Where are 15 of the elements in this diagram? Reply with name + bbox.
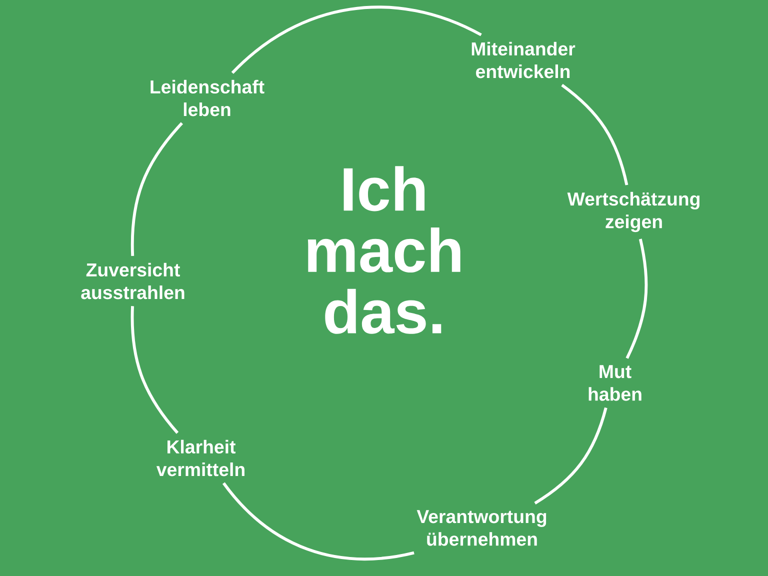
circle-arc (561, 84, 628, 186)
circle-label: Wertschätzung zeigen (567, 192, 700, 232)
slogan: Ich mach das. (308, 166, 460, 334)
circle-label: Klarheit vermitteln (156, 440, 244, 476)
circle-arc (222, 482, 414, 560)
circle-label: Zuversicht ausstrahlen (81, 262, 184, 300)
circle-arc (231, 6, 482, 74)
circle-arc (534, 407, 608, 504)
circle-arc (626, 238, 648, 359)
circle-label: Mut haben (588, 365, 642, 401)
circle-label: Leidenschaft leben (150, 80, 264, 116)
circle-arc (130, 306, 179, 434)
circle-arc (130, 122, 184, 256)
circle-label: Verantwortung übernehmen (416, 510, 546, 546)
circle-label: Miteinander entwickeln (472, 42, 576, 78)
